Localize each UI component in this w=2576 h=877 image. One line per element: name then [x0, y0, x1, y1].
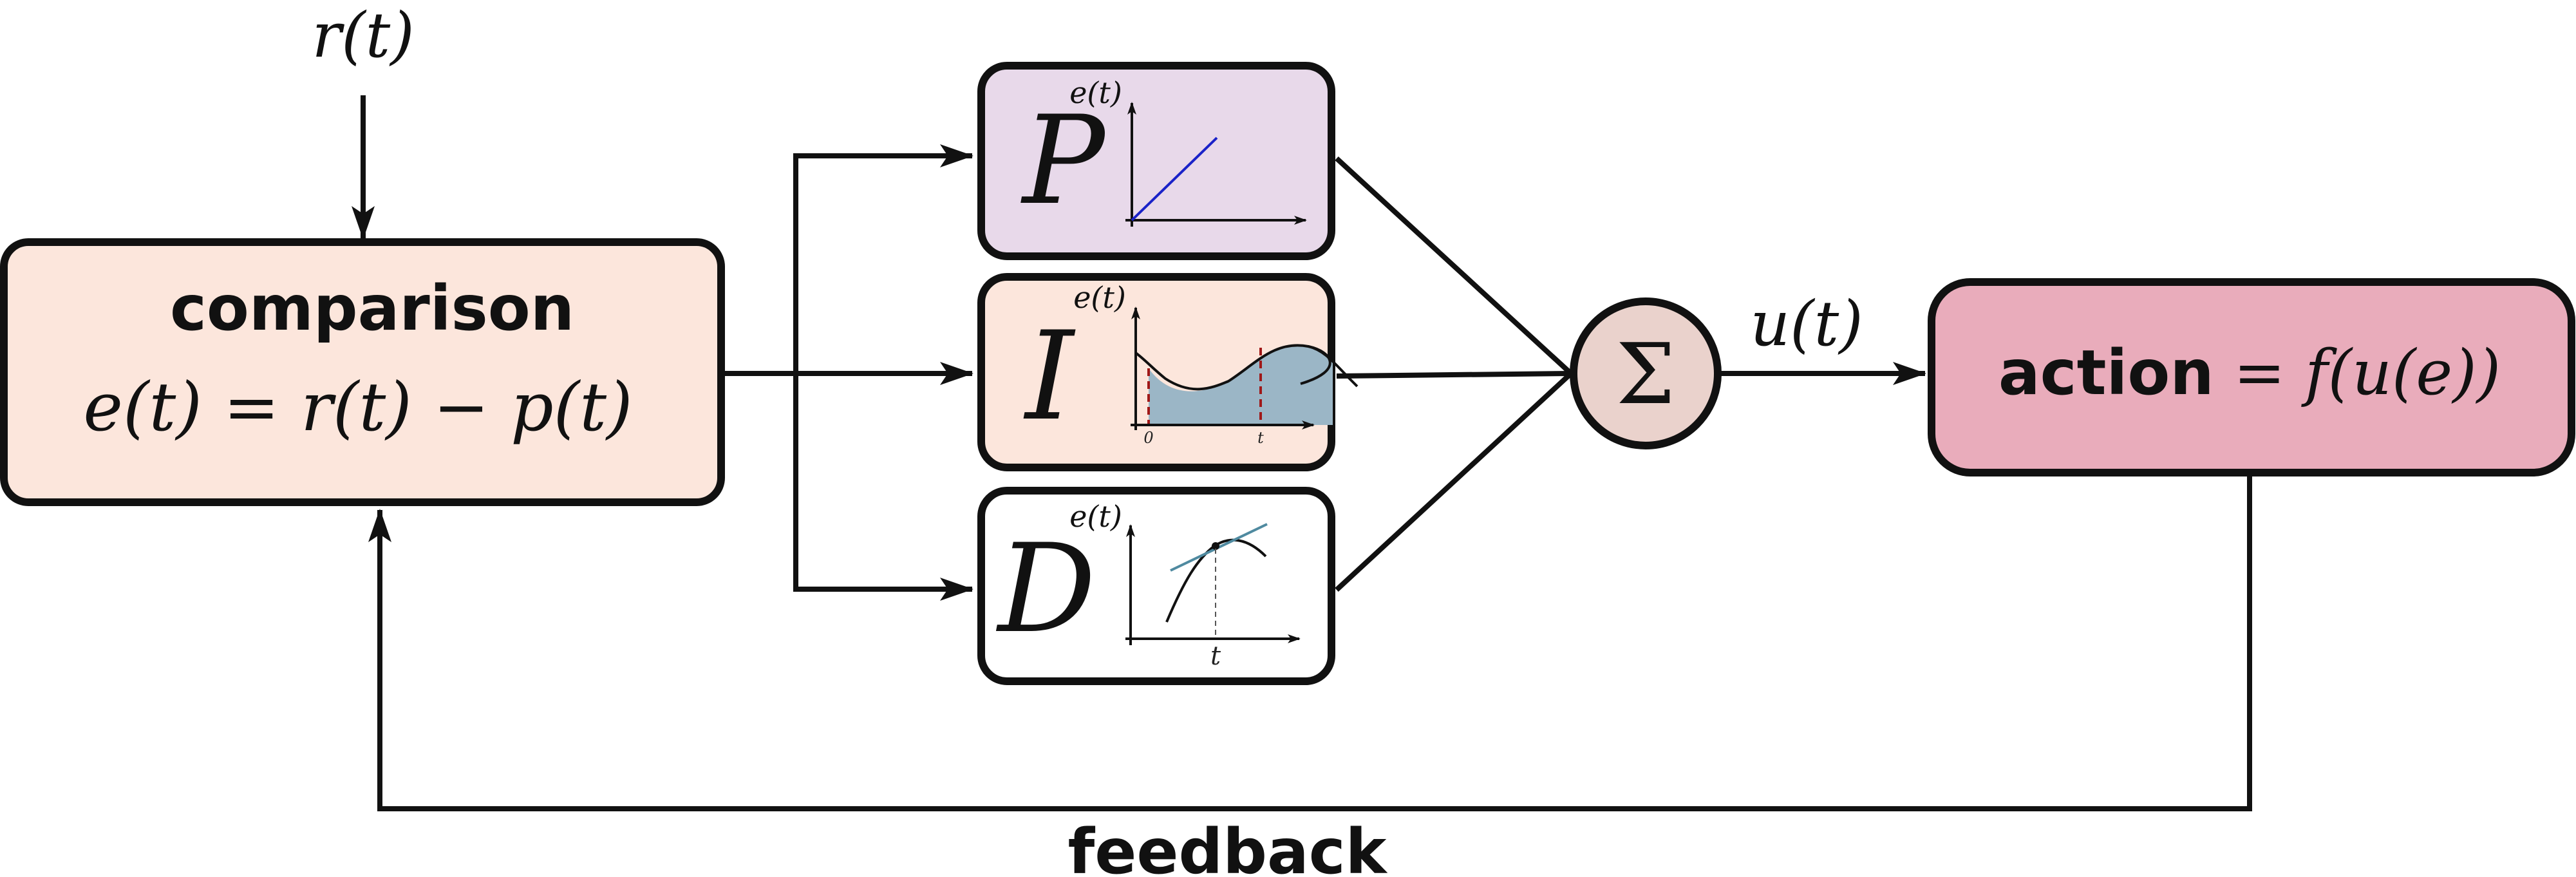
d-controller: D e(t) t	[977, 487, 1335, 685]
i-to-sum-line	[1336, 371, 1572, 379]
summation-node	[1570, 297, 1722, 449]
output-label: u(t)	[1750, 288, 1863, 360]
d-block	[977, 487, 1335, 685]
split-to-d-arrow	[793, 373, 973, 601]
i-error-curve-tail	[1308, 345, 1359, 388]
split-to-p-arrow	[793, 144, 973, 373]
action-label: action = f(u(e))	[1998, 337, 2501, 409]
d-tangent-point	[1212, 542, 1219, 550]
p-block	[977, 62, 1335, 260]
p-controller: P e(t)	[977, 62, 1335, 260]
d-to-sum-line	[1335, 372, 1573, 592]
summation-symbol: Σ	[1616, 325, 1675, 423]
i-letter: I	[1023, 305, 1076, 448]
p-axis-label: e(t)	[1069, 75, 1122, 110]
comparison-title: comparison	[170, 272, 574, 344]
action-math: = f(u(e))	[2214, 337, 2501, 409]
action-bold: action	[1998, 337, 2214, 409]
i-tick-start: 0	[1143, 429, 1153, 447]
feedback-label: feedback	[1068, 816, 1388, 877]
p-proportional-line	[1131, 137, 1218, 222]
i-integral-area	[1149, 345, 1333, 425]
p-to-sum-line	[1335, 156, 1573, 375]
d-letter: D	[996, 518, 1096, 660]
i-controller: I e(t) 0 t	[977, 273, 1359, 471]
p-letter: P	[1020, 90, 1107, 232]
d-axis-label: e(t)	[1069, 499, 1122, 534]
i-tick-end: t	[1257, 429, 1264, 447]
feedback-loop-arrow	[368, 473, 2252, 811]
i-axis-label: e(t)	[1073, 280, 1126, 315]
d-tick-t: t	[1210, 641, 1221, 671]
comparison-equation: e(t) = r(t) − p(t)	[83, 368, 632, 446]
input-label: r(t)	[312, 0, 414, 71]
